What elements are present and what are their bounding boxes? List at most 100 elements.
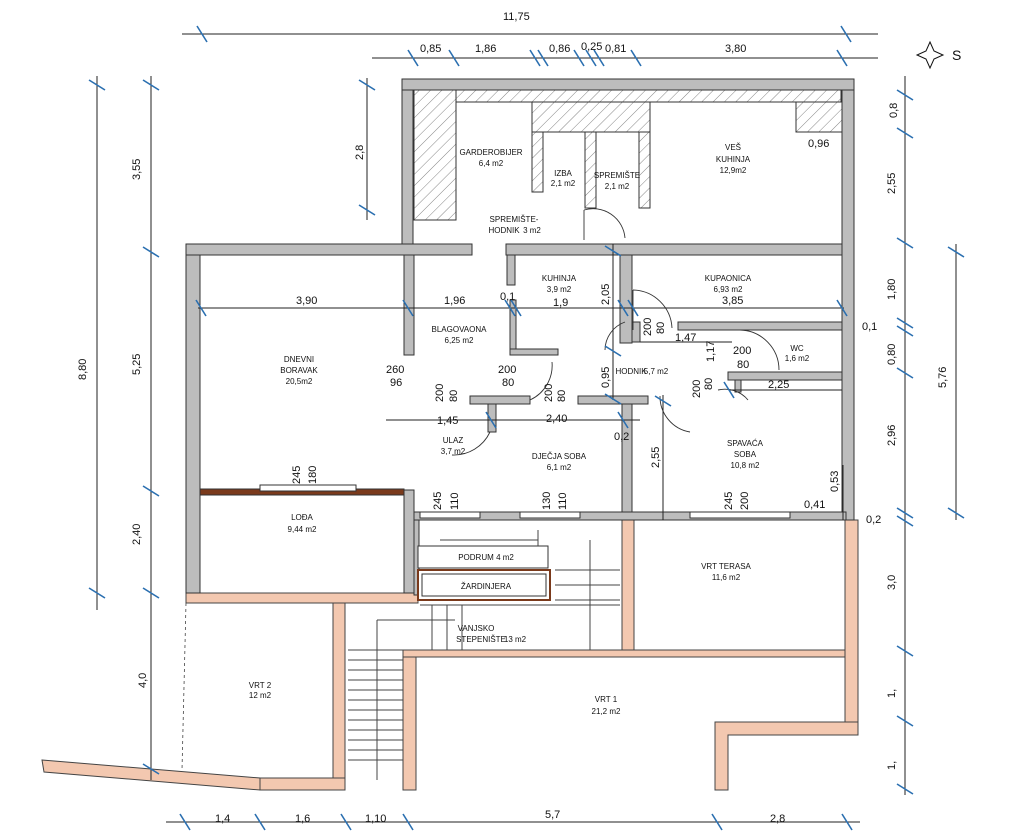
room-boravak-area: 20,5m2	[286, 377, 313, 386]
dim-mid-2: 1,96	[444, 295, 465, 307]
dim-h041: 0,41	[804, 499, 825, 511]
win-130: 130	[541, 492, 553, 510]
dim-v117: 1,17	[705, 341, 717, 362]
room-sh-area: 3 m2	[523, 226, 541, 235]
room-stepeniste-name1: VANJSKO	[458, 624, 495, 633]
room-hodnik-area: 5,7 m2	[644, 367, 669, 376]
room-garderobijer-name: GARDEROBIJER	[459, 148, 522, 157]
dim-left-3: 2,40	[131, 524, 143, 545]
win-200: 200	[739, 492, 751, 510]
room-boravak-name1: DNEVNI	[284, 355, 314, 364]
dim-top-5: 0,81	[605, 43, 626, 55]
dim-right-8: 3,0	[886, 575, 898, 590]
dim-right-7: 0,2	[866, 514, 881, 526]
room-sh-name1: SPREMIŠTE-	[490, 215, 539, 224]
room-vrt2-area: 12 m2	[249, 691, 272, 700]
dim-top-6: 3,80	[725, 43, 746, 55]
door-v80d: 80	[703, 378, 715, 390]
room-ves-name2: KUHINJA	[716, 155, 751, 164]
dim-h225: 2,25	[768, 379, 789, 391]
room-podrum-name: PODRUM	[458, 553, 494, 562]
dim-right-2: 2,55	[886, 173, 898, 194]
dim-right-5: 0,80	[886, 344, 898, 365]
dim-v053: 0,53	[829, 471, 841, 492]
dim-bottom-2: 1,6	[295, 813, 310, 825]
room-wc-area: 1,6 m2	[785, 354, 810, 363]
room-ves-area: 12,9m2	[720, 166, 747, 175]
door-v200c: 200	[642, 318, 654, 336]
room-boravak-name2: BORAVAK	[280, 366, 318, 375]
room-podrum-area: 4 m2	[496, 553, 514, 562]
room-wc-name: WC	[790, 344, 804, 353]
door-v80c: 80	[655, 322, 667, 334]
dim-bottom-1: 1,4	[215, 813, 230, 825]
wc-h200: 200	[733, 345, 751, 357]
dim-bottom-3: 1,10	[365, 813, 386, 825]
room-spavaca-name2: SOBA	[734, 450, 757, 459]
room-labels: GARDEROBIJER 6,4 m2 IZBA 2,1 m2 SPREMIŠT…	[249, 143, 810, 716]
dim-top-2: 1,86	[475, 43, 496, 55]
dimension-labels: 11,75 0,85 1,86 0,86 0,25 0,81 3,80 1,4 …	[77, 11, 949, 825]
dim-top-total: 11,75	[503, 11, 530, 23]
door-v200a: 200	[434, 384, 446, 402]
win-110a: 110	[449, 492, 461, 510]
dim-bottom-5: 2,8	[770, 813, 785, 825]
door-v200d: 200	[691, 380, 703, 398]
dim-left-4: 4,0	[137, 673, 149, 688]
room-stepeniste-area: 13 m2	[504, 635, 527, 644]
compass-label: S	[952, 47, 961, 63]
hatched-blocks	[413, 89, 843, 221]
dim-right-4: 0,1	[862, 321, 877, 333]
dimension-lines	[88, 25, 965, 831]
compass: S	[915, 40, 961, 70]
dim-v205: 2,05	[600, 284, 612, 305]
win-180: 180	[307, 466, 319, 484]
room-djecja-name: DJEČJA SOBA	[532, 452, 587, 461]
dim-left-1: 3,55	[131, 159, 143, 180]
room-ves-name1: VEŠ	[725, 143, 741, 152]
room-stepeniste-name2: STEPENIŠTE	[456, 635, 506, 644]
door-260: 260	[386, 364, 404, 376]
room-hodnik-name: HODNIK	[615, 367, 647, 376]
dim-right-3: 1,80	[886, 279, 898, 300]
room-vrt-terasa-name: VRT TERASA	[701, 562, 751, 571]
room-ulaz-name: ULAZ	[443, 436, 464, 445]
door-80a: 80	[502, 377, 514, 389]
stairs	[348, 530, 620, 780]
door-96: 96	[390, 377, 402, 389]
dim-mid-4: 1,9	[553, 297, 568, 309]
room-spavaca-name1: SPAVAĆA	[727, 439, 764, 448]
room-sh-name2: HODNIK	[488, 226, 520, 235]
dim-hatch-096: 0,96	[808, 138, 829, 150]
door-v80a: 80	[448, 390, 460, 402]
dim-right-6: 2,96	[886, 425, 898, 446]
door-v80b: 80	[556, 390, 568, 402]
dim-left-2: 5,25	[131, 354, 143, 375]
room-kuhinja-area: 3,9 m2	[547, 285, 572, 294]
room-kupaonica-name: KUPAONICA	[705, 274, 752, 283]
room-djecja-area: 6,1 m2	[547, 463, 572, 472]
room-loda-area: 9,44 m2	[288, 525, 317, 534]
dim-right-9: 1,	[886, 689, 898, 698]
dim-right-total: 5,76	[937, 367, 949, 388]
dim-mid-1: 3,90	[296, 295, 317, 307]
dim-mid-5: 3,85	[722, 295, 743, 307]
dim-top-3: 0,86	[549, 43, 570, 55]
door-200a: 200	[498, 364, 516, 376]
win-110b: 110	[557, 492, 569, 510]
room-blagovaona-name: BLAGOVAONA	[432, 325, 488, 334]
win-245b: 245	[432, 492, 444, 510]
dim-right-10: 1,	[886, 761, 898, 770]
dim-v095: 0,95	[600, 367, 612, 388]
win-245c: 245	[723, 492, 735, 510]
dim-right-1: 0,8	[888, 103, 900, 118]
room-spremiste-area: 2,1 m2	[605, 182, 630, 191]
dim-bottom-4: 5,7	[545, 809, 560, 821]
room-kuhinja-name: KUHINJA	[542, 274, 577, 283]
room-blagovaona-area: 6,25 m2	[445, 336, 474, 345]
room-ulaz-area: 3,7 m2	[441, 447, 466, 456]
room-vrt2-name: VRT 2	[249, 681, 272, 690]
windows	[259, 484, 791, 519]
room-izba-name: IZBA	[554, 169, 572, 178]
room-loda-name: LOĐA	[291, 513, 313, 522]
